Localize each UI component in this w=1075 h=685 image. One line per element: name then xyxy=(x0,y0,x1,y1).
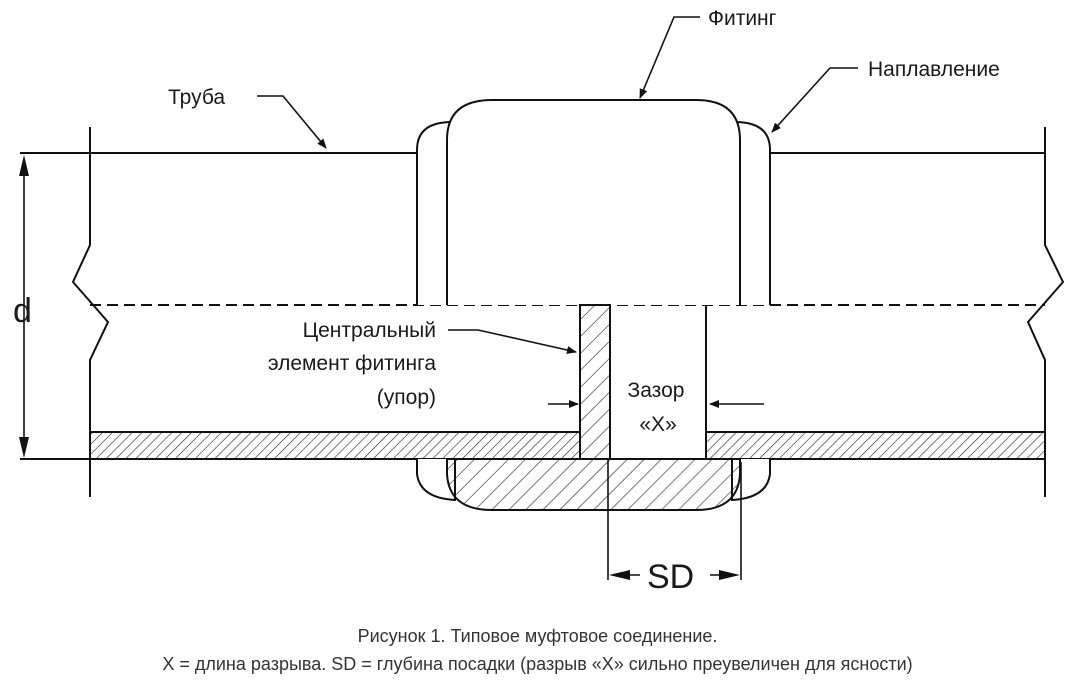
figure-caption-legend: Х = длина разрыва. SD = глубина посадки … xyxy=(162,654,913,674)
diameter-dimension xyxy=(19,155,29,458)
pipe-wall-left-section xyxy=(89,431,581,460)
center-stop-leader xyxy=(448,329,577,354)
socket-depth-dimension xyxy=(607,459,742,580)
left-pipe-break-line xyxy=(71,127,110,497)
gap-label-line1: Зазор xyxy=(628,379,685,402)
pipe-wall-right-section xyxy=(705,431,1046,460)
diameter-label: d xyxy=(13,292,32,330)
figure-caption-title: Рисунок 1. Типовое муфтовое соединение. xyxy=(357,626,718,646)
fitting-center-stop xyxy=(579,304,611,460)
weld-bead-bottom-left xyxy=(416,459,456,502)
center-stop-label-line3: (упор) xyxy=(377,386,436,409)
bead-leader xyxy=(771,67,858,133)
coupling-joint-diagram: d SD Зазор «Х» Труба Фитинг Наплавление … xyxy=(13,7,1065,596)
fitting-top-body xyxy=(446,99,741,305)
center-stop-label-line2: элемент фитинга xyxy=(268,352,437,375)
socket-depth-label: SD xyxy=(647,558,694,596)
pipe-leader xyxy=(257,95,327,149)
fitting-label: Фитинг xyxy=(708,7,777,30)
bead-label: Наплавление xyxy=(868,58,1000,81)
gap-label-line2: «Х» xyxy=(639,413,676,436)
pipe-label: Труба xyxy=(168,86,225,109)
right-pipe-break-line xyxy=(1026,127,1065,497)
fitting-bottom-body xyxy=(446,458,741,511)
fitting-leader xyxy=(639,16,700,99)
center-stop-label-line1: Центральный xyxy=(303,319,436,342)
